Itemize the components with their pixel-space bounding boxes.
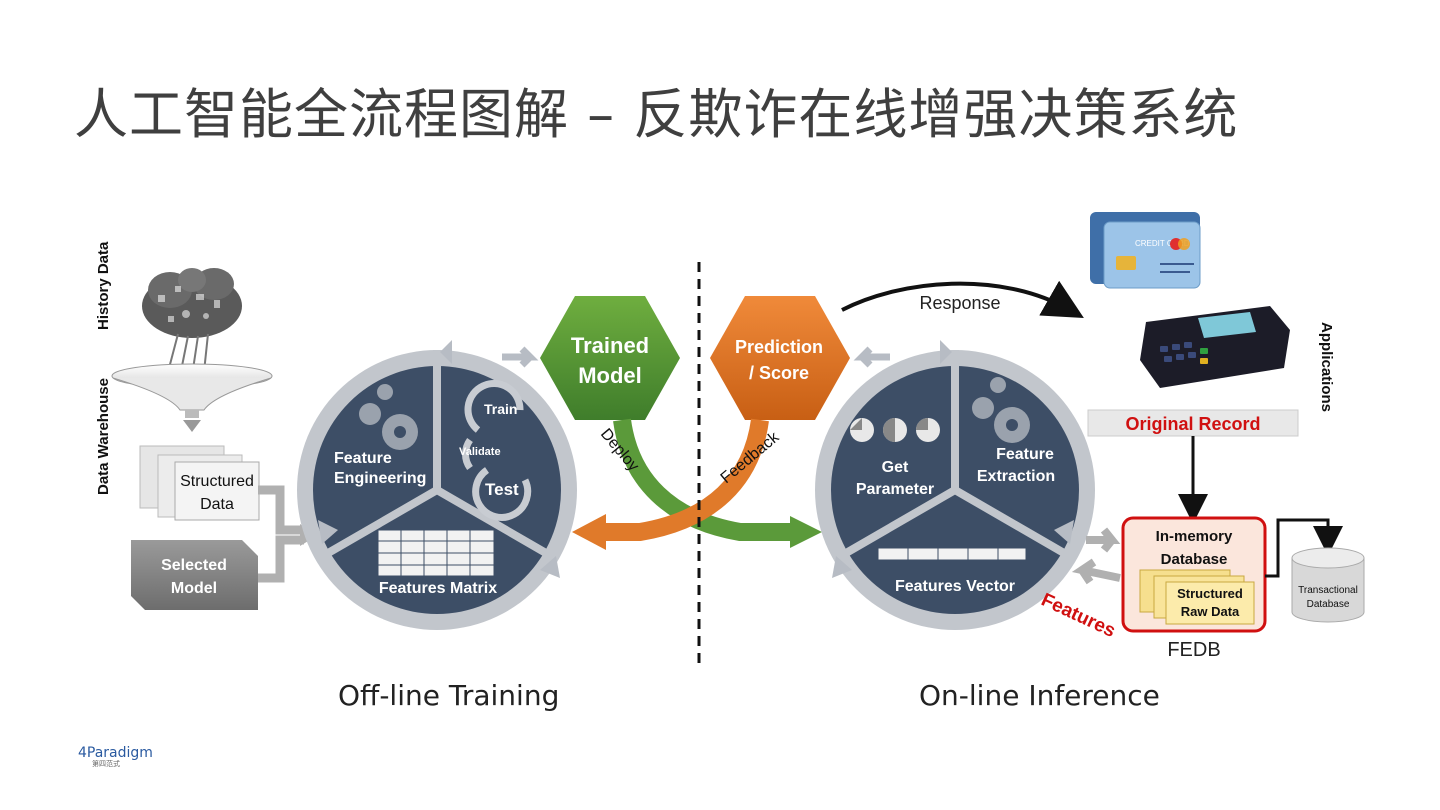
credit-card-icon: CREDIT CARD [1090, 212, 1201, 289]
response-label: Response [919, 293, 1000, 313]
transactional-line2: Database [1307, 599, 1350, 610]
feedback-arrow [600, 418, 769, 541]
prediction-line1: Prediction [735, 337, 823, 357]
data-warehouse-label: Data Warehouse [95, 378, 112, 495]
deploy-arrowhead-icon [790, 516, 822, 548]
selected-model-line1: Selected [161, 557, 227, 574]
to-fedb-arrow-icon [1086, 527, 1121, 553]
disc-arrow-icon [540, 556, 560, 578]
svg-text:Structured: Structured [1177, 586, 1243, 601]
feature-extraction-line1: Feature [996, 446, 1054, 463]
validate-label: Validate [459, 446, 501, 458]
features-vector-label: Features Vector [895, 578, 1015, 595]
feature-engineering-line2: Engineering [334, 470, 426, 487]
selected-model-shape: Selected Model [131, 540, 258, 610]
svg-text:CREDIT CARD: CREDIT CARD [1135, 239, 1190, 248]
applications-label: Applications [1318, 322, 1335, 412]
paradigm-logo: 4Paradigm 第四范式 [78, 745, 153, 769]
selected-model-line2: Model [171, 580, 217, 597]
response-arrow [841, 280, 1084, 318]
feature-extraction-line2: Extraction [977, 468, 1055, 485]
selected-model-connector [258, 535, 304, 583]
disc-arrow-icon [318, 520, 338, 544]
fedb-to-transactional-arrow [1265, 518, 1343, 578]
disc-arrow-icon [832, 556, 852, 578]
prediction-score-hexagon: Prediction / Score [710, 296, 850, 420]
svg-text:Raw Data: Raw Data [1181, 604, 1240, 619]
fedb-label: FEDB [1167, 639, 1220, 661]
disc-arrow-icon [940, 340, 952, 364]
original-record-label: Original Record [1125, 414, 1260, 434]
deploy-arrow [613, 418, 790, 541]
get-parameter-line2: Parameter [856, 481, 934, 498]
pos-terminal-icon [1140, 306, 1290, 388]
features-vector-row-icon [877, 547, 1027, 561]
logo-subtext: 第四范式 [92, 760, 120, 768]
in-memory-line1: In-memory [1156, 528, 1233, 545]
history-data-label: History Data [95, 241, 112, 330]
features-label: Features [1038, 589, 1119, 642]
history-data-cloud-icon [142, 268, 242, 377]
train-validate-test-cycle-icon [462, 380, 532, 521]
in-memory-line2: Database [1161, 551, 1228, 568]
trained-model-hexagon: Trained Model [540, 296, 680, 420]
features-matrix-label: Features Matrix [379, 580, 497, 597]
gear-icon [359, 384, 418, 450]
structured-data-connector [258, 485, 304, 535]
features-matrix-grid-icon [377, 529, 495, 577]
disc-arrow-icon [1054, 520, 1074, 544]
feedback-arrowhead-icon [572, 514, 606, 550]
to-trained-arrow-icon [502, 346, 539, 368]
feature-engineering-line1: Feature [334, 450, 392, 467]
page-title: 人工智能全流程图解 – 反欺诈在线增强决策系统 [74, 83, 1239, 146]
transactional-line1: Transactional [1298, 585, 1358, 596]
online-inference-caption: On-line Inference [919, 679, 1160, 712]
trained-model-line1: Trained [571, 333, 649, 358]
offline-training-caption: Off-line Training [338, 679, 560, 712]
test-label: Test [485, 480, 519, 499]
disc-arrow-icon [440, 340, 452, 364]
data-warehouse-funnel-icon [111, 363, 273, 432]
get-parameter-line1: Get [882, 459, 909, 476]
transactional-database-cylinder-icon [1291, 547, 1365, 623]
parameter-half-circles-icon [850, 418, 940, 442]
gear-icon [972, 377, 1030, 443]
prediction-line2: / Score [749, 363, 809, 383]
trained-model-line2: Model [578, 363, 642, 388]
structured-data-stack: Structured Data [139, 445, 260, 521]
from-fedb-arrow-icon [1071, 558, 1121, 585]
down-arrow-icon [183, 420, 201, 432]
original-record-box [1087, 409, 1299, 437]
to-prediction-arrow-icon [853, 346, 890, 368]
structured-raw-data-stack: Structured Raw Data [1139, 569, 1255, 625]
structured-data-line1: Structured [180, 473, 254, 490]
logo-text: 4Paradigm [78, 745, 153, 761]
train-label: Train [484, 401, 517, 417]
structured-data-line2: Data [200, 496, 234, 513]
